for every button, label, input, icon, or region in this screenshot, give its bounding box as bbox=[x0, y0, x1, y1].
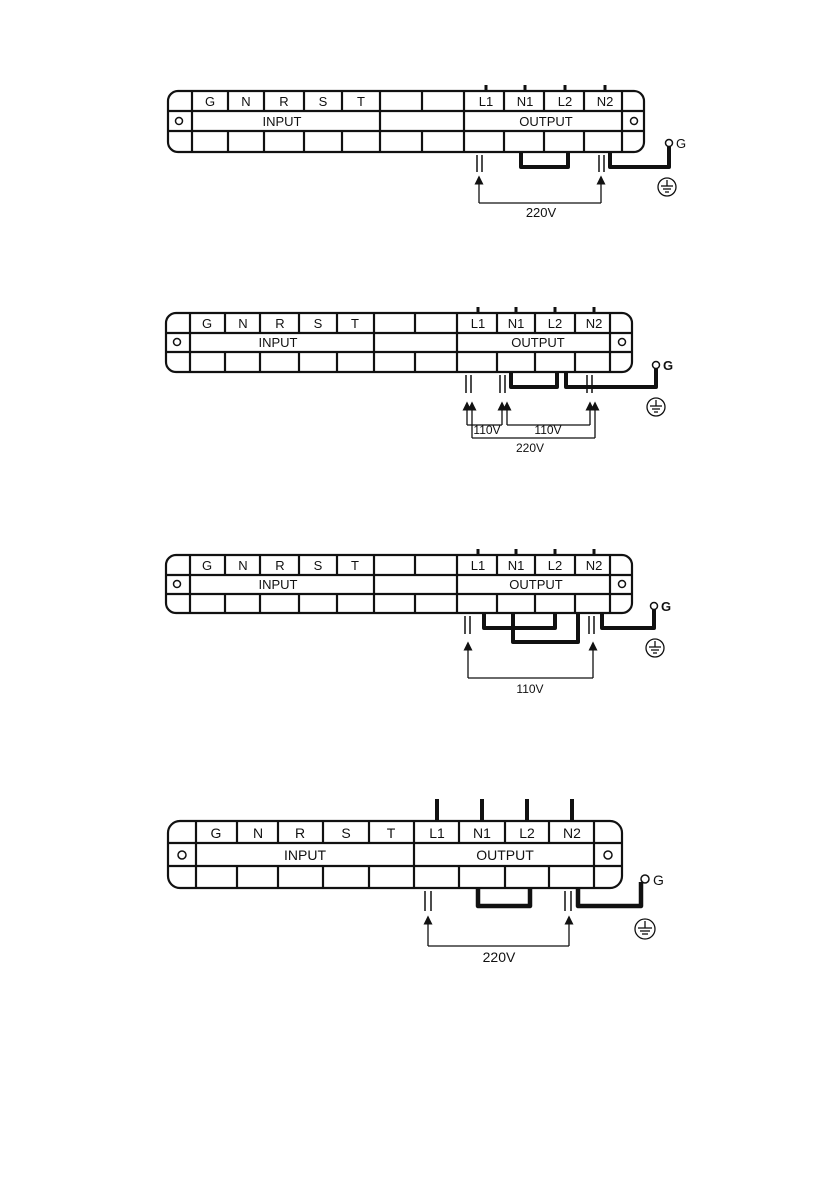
ground-label: G bbox=[653, 872, 664, 888]
voltage-measurement bbox=[479, 180, 601, 203]
terminal-label: G bbox=[205, 94, 215, 109]
input-label: INPUT bbox=[284, 847, 326, 863]
wiring-diagram-3: G N R S T L1 N1 L2 N2 INPUT OUTPUT bbox=[166, 549, 671, 696]
terminal-label: N2 bbox=[586, 558, 603, 573]
terminal-label: N2 bbox=[586, 316, 603, 331]
output-label: OUTPUT bbox=[509, 577, 563, 592]
output-label: OUTPUT bbox=[476, 847, 534, 863]
earth-ground-icon bbox=[635, 919, 655, 939]
terminal-label: L1 bbox=[429, 825, 445, 841]
terminal-label: T bbox=[387, 825, 396, 841]
ground-terminal: G bbox=[641, 872, 664, 888]
input-label: INPUT bbox=[259, 335, 298, 350]
terminal-label: S bbox=[319, 94, 328, 109]
terminal-label: R bbox=[279, 94, 288, 109]
terminal-label: N1 bbox=[508, 558, 525, 573]
voltage-measurement bbox=[468, 646, 593, 678]
terminal-label: G bbox=[211, 825, 222, 841]
terminal-label: R bbox=[275, 316, 284, 331]
terminal-label: L2 bbox=[548, 316, 562, 331]
output-label: OUTPUT bbox=[511, 335, 565, 350]
terminal-label: T bbox=[351, 316, 359, 331]
voltage-label: 110V bbox=[516, 682, 543, 696]
wiring-diagram-1: G N R S T L1 N1 L2 N2 INPUT OUTPUT bbox=[168, 85, 686, 220]
terminal-label: N bbox=[253, 825, 263, 841]
ground-terminal-ring bbox=[666, 140, 673, 147]
input-label: INPUT bbox=[263, 114, 302, 129]
terminal-label: N bbox=[238, 558, 247, 573]
terminal-label: L1 bbox=[479, 94, 493, 109]
ground-label: G bbox=[663, 358, 673, 373]
voltage-measurement bbox=[428, 920, 569, 946]
wiring-diagram-2: G N R S T L1 N1 L2 N2 INPUT OUTPUT bbox=[166, 307, 673, 455]
voltage-label: 220V bbox=[526, 205, 557, 220]
terminal-label: L2 bbox=[558, 94, 572, 109]
terminal-label: N2 bbox=[563, 825, 581, 841]
ground-terminal-ring bbox=[653, 362, 660, 369]
output-leads bbox=[466, 375, 592, 393]
ground-label: G bbox=[661, 599, 671, 614]
earth-ground-icon bbox=[658, 178, 676, 196]
terminal-label: S bbox=[314, 316, 323, 331]
output-label: OUTPUT bbox=[519, 114, 573, 129]
terminal-label: T bbox=[351, 558, 359, 573]
terminal-label: R bbox=[295, 825, 305, 841]
jumper-wires bbox=[511, 367, 656, 387]
terminal-label: G bbox=[202, 558, 212, 573]
voltage-label: 220V bbox=[516, 441, 544, 455]
terminal-label: G bbox=[202, 316, 212, 331]
terminal-label: T bbox=[357, 94, 365, 109]
terminal-label: N1 bbox=[473, 825, 491, 841]
earth-ground-icon bbox=[647, 398, 665, 416]
input-label: INPUT bbox=[259, 577, 298, 592]
terminal-label: N bbox=[241, 94, 250, 109]
terminal-label: N2 bbox=[597, 94, 614, 109]
output-leads bbox=[477, 155, 604, 172]
terminal-studs bbox=[437, 799, 572, 821]
terminal-label: L1 bbox=[471, 558, 485, 573]
ground-terminal-ring bbox=[651, 603, 658, 610]
terminal-label: N bbox=[238, 316, 247, 331]
terminal-label: N1 bbox=[517, 94, 534, 109]
terminal-label: S bbox=[341, 825, 350, 841]
voltage-label: 220V bbox=[483, 949, 516, 965]
wiring-diagram-4: G N R S T L1 N1 L2 N2 INPUT OUTPUT bbox=[168, 799, 664, 965]
ground-label: G bbox=[676, 136, 686, 151]
voltage-label: 110V bbox=[534, 423, 561, 437]
terminal-label: L2 bbox=[548, 558, 562, 573]
earth-ground-icon bbox=[646, 639, 664, 657]
voltage-label: 110V bbox=[473, 423, 500, 437]
terminal-label: S bbox=[314, 558, 323, 573]
terminal-label: L2 bbox=[519, 825, 535, 841]
terminal-label: L1 bbox=[471, 316, 485, 331]
ground-terminal-ring bbox=[641, 875, 649, 883]
terminal-label: N1 bbox=[508, 316, 525, 331]
terminal-label: R bbox=[275, 558, 284, 573]
